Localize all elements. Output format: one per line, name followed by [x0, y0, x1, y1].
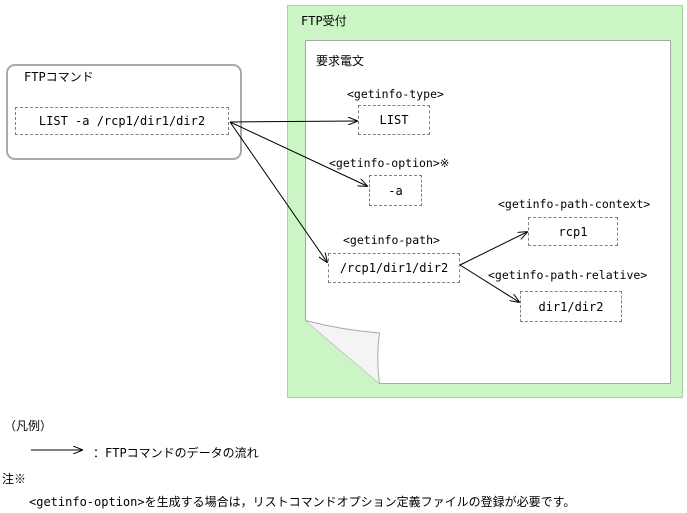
ftp-command-group	[6, 64, 242, 160]
ftp-reception-title: FTP受付	[301, 14, 347, 28]
getinfo-path-value: /rcp1/dir1/dir2	[328, 253, 460, 283]
flow-arrow-to-option	[229, 121, 367, 186]
note-text: <getinfo-option>を生成する場合は，リストコマンドオプション定義フ…	[29, 495, 576, 509]
getinfo-path-tag: <getinfo-path>	[343, 233, 440, 247]
ftp-command-title: FTPコマンド	[24, 70, 94, 84]
flow-arrow-to-path-context	[459, 232, 527, 266]
getinfo-type-tag: <getinfo-type>	[347, 87, 444, 101]
flow-arrow-to-path	[229, 121, 327, 262]
flow-arrow-to-type	[229, 121, 357, 122]
flow-arrow-to-path-relative	[459, 264, 519, 302]
getinfo-type-value: LIST	[358, 105, 430, 135]
getinfo-option-value: -a	[369, 175, 422, 206]
legend-title: （凡例）	[4, 419, 53, 433]
legend-arrow-description: ：FTPコマンドのデータの流れ	[93, 446, 259, 460]
getinfo-option-tag: <getinfo-option>※	[329, 156, 450, 170]
getinfo-path-relative-value: dir1/dir2	[520, 291, 622, 322]
getinfo-path-context-tag: <getinfo-path-context>	[498, 197, 651, 211]
ftp-command-value: LIST -a /rcp1/dir1/dir2	[15, 107, 229, 135]
getinfo-path-relative-tag: <getinfo-path-relative>	[488, 268, 648, 282]
request-message-title: 要求電文	[316, 54, 365, 68]
note-title: 注※	[2, 472, 27, 486]
